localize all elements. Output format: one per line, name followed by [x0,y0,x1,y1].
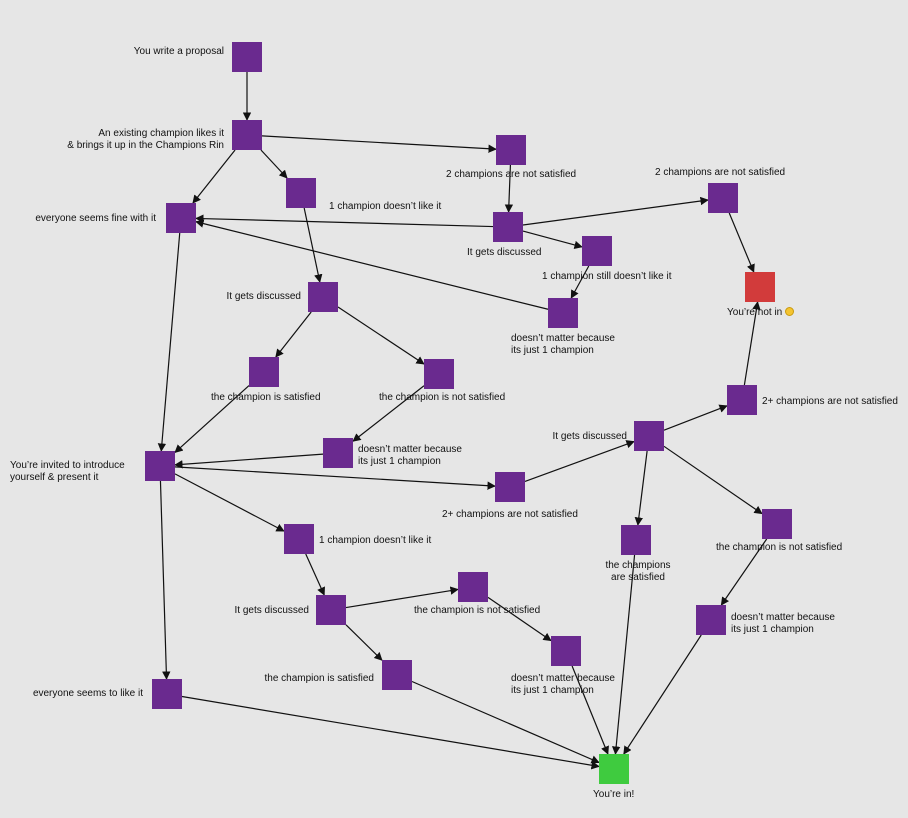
edge-discussed_left-to-champion_satisfied_left [275,311,312,358]
node-not-in [745,272,775,302]
edge-everyone_likes-to-youre_in [181,695,600,770]
edge-everyone_fine-to-invited [157,232,181,452]
label-two-not-satisfied-top: 2 champions are not satisfied [446,169,577,180]
label-champion-not-satisfied-left: the champion is not satisfied [379,392,506,403]
node-champion-satisfied-bottom [382,660,412,690]
node-two-plus-not-satisfied-right [727,385,757,415]
edge-champion_not_satisfied_right-to-doesnt_matter_right [720,538,768,606]
label-discussed-mid: It gets discussed [467,247,542,258]
edge-champion_satisfied_bottom-to-youre_in [411,680,600,764]
edge-discussed_left-to-champion_not_satisfied_left [337,306,425,365]
edge-champions_satisfied-to-youre_in [611,554,636,755]
edge-champion_not_satisfied_left-to-doesnt_matter_left [352,385,425,442]
edge-invited-to-one_doesnt_like_bottom [174,473,285,532]
edge-discussed_bottom-to-champion_satisfied_bottom [345,624,383,661]
node-champion-not-satisfied-left [424,359,454,389]
edge-champion_not_satisfied_bottom-to-doesnt_matter_bottom [487,596,552,642]
label-everyone-likes: everyone seems to like it [32,688,143,699]
edge-discussed_mid-to-two_not_satisfied_right [522,196,709,226]
label-discussed-left: It gets discussed [226,291,301,302]
edge-two_not_satisfied_right-to-not_in [728,212,755,273]
node-one-doesnt-like-top [286,178,316,208]
edge-discussed_mid-to-everyone_fine [195,214,494,228]
label-champion-not-satisfied-bottom: the champion is not satisfied [414,605,541,616]
label-youre-in: You’re in! [593,789,635,800]
label-propose: You write a proposal [133,46,224,57]
edge-still_doesnt_like-to-doesnt_matter_top [570,265,590,299]
node-discussed-bottom [316,595,346,625]
edge-invited-to-two_plus_not_satisfied_mid [174,466,496,490]
node-champion-satisfied-left [249,357,279,387]
label-champion-likes: An existing champion likes it& brings it… [67,128,224,151]
label-two-plus-not-satisfied-right: 2+ champions are not satisfied [762,396,898,407]
node-youre-in [599,754,629,784]
node-discussed-right [634,421,664,451]
edge-doesnt_matter_bottom-to-youre_in [571,665,609,755]
edge-two_plus_not_satisfied_mid-to-discussed_right [524,440,635,483]
node-two-plus-not-satisfied-mid [495,472,525,502]
label-discussed-bottom: It gets discussed [234,605,309,616]
node-doesnt-matter-top [548,298,578,328]
edge-doesnt_matter_left-to-invited [174,453,324,469]
node-everyone-fine [166,203,196,233]
label-one-doesnt-like-bottom: 1 champion doesn’t like it [319,535,432,546]
edge-discussed_right-to-two_plus_not_satisfied_right [663,404,728,431]
node-two-not-satisfied-right [708,183,738,213]
label-not-in: You’re not in [727,307,795,319]
label-still-doesnt-like: 1 champion still doesn’t like it [542,271,672,282]
edge-champion_likes-to-everyone_fine [192,149,236,204]
node-propose [232,42,262,72]
node-discussed-mid [493,212,523,242]
node-champion-not-satisfied-bottom [458,572,488,602]
edge-discussed_right-to-champions_satisfied [634,450,648,526]
edge-one_doesnt_like_bottom-to-discussed_bottom [305,553,325,596]
edge-discussed_bottom-to-champion_not_satisfied_bottom [345,586,459,609]
node-champions-satisfied [621,525,651,555]
label-discussed-right: It gets discussed [552,431,627,442]
edge-two_plus_not_satisfied_right-to-not_in [743,301,761,386]
label-everyone-fine: everyone seems fine with it [35,213,156,224]
edge-champion_likes-to-two_not_satisfied_top [261,135,497,153]
node-doesnt-matter-right [696,605,726,635]
edge-champion_likes-to-one_doesnt_like_top [260,149,288,179]
edge-discussed_mid-to-still_doesnt_like [522,230,583,250]
label-one-doesnt-like-top: 1 champion doesn’t like it [329,201,442,212]
label-two-plus-not-satisfied-mid: 2+ champions are not satisfied [442,509,578,520]
edge-discussed_right-to-champion_not_satisfied_right [663,445,763,515]
node-discussed-left [308,282,338,312]
node-invited [145,451,175,481]
edge-doesnt_matter_top-to-everyone_fine [195,219,549,310]
node-everyone-likes [152,679,182,709]
edge-champion_satisfied_left-to-invited [174,385,250,454]
node-champion-not-satisfied-right [762,509,792,539]
label-champion-not-satisfied-right: the champion is not satisfied [716,542,843,553]
node-doesnt-matter-left [323,438,353,468]
node-two-not-satisfied-top [496,135,526,165]
node-champion-likes [232,120,262,150]
node-one-doesnt-like-bottom [284,524,314,554]
label-two-not-satisfied-right: 2 champions are not satisfied [655,167,786,178]
edge-two_not_satisfied_top-to-discussed_mid [504,164,514,213]
label-champion-satisfied-bottom: the champion is satisfied [264,673,374,684]
edge-doesnt_matter_right-to-youre_in [623,634,702,755]
label-champion-satisfied-left: the champion is satisfied [211,392,321,403]
node-doesnt-matter-bottom [551,636,581,666]
node-still-doesnt-like [582,236,612,266]
edge-invited-to-everyone_likes [159,480,171,680]
edge-one_doesnt_like_top-to-discussed_left [303,207,323,283]
worried-face-emoji-icon [785,307,795,316]
